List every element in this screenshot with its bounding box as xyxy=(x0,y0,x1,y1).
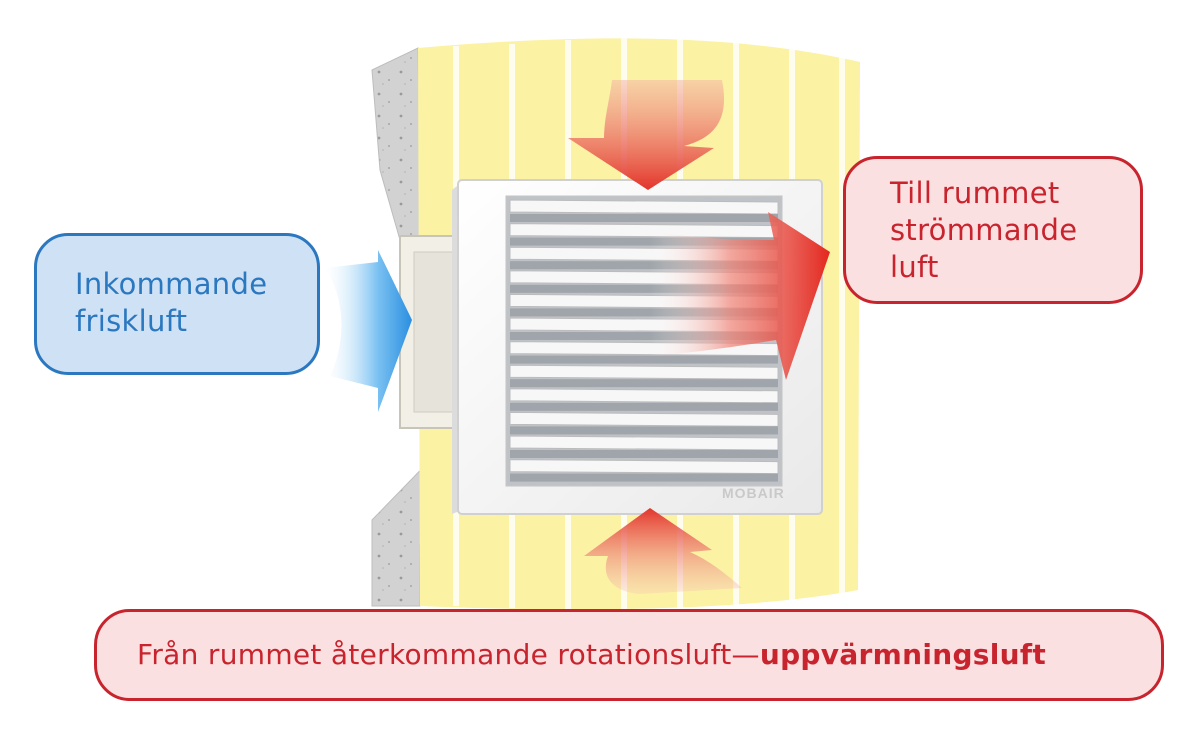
louvre-gap xyxy=(510,284,778,293)
louvre-gap xyxy=(510,308,778,317)
louvre-gap xyxy=(510,355,778,364)
incoming-air-arrow xyxy=(325,250,412,412)
incoming-air-callout: Inkommande friskluft xyxy=(34,233,320,375)
outgoing-air-arrow xyxy=(650,212,830,380)
louvre-slat xyxy=(509,223,779,239)
incoming-air-label-line-1: Inkommande xyxy=(75,267,268,301)
incoming-air-label: Inkommande friskluft xyxy=(75,266,267,340)
louvre-slat xyxy=(509,435,779,451)
louvre-gap xyxy=(510,473,778,482)
return-air-label-main: Från rummet återkommande rotationsluft— xyxy=(137,638,760,671)
room-air-label-line-2: strömmande xyxy=(890,213,1078,247)
louvre-slat xyxy=(509,411,779,427)
bottom-return-arrow xyxy=(584,508,742,594)
louvre-gap xyxy=(510,332,778,340)
room-air-label-line-1: Till rummet xyxy=(890,176,1060,210)
incoming-air-label-line-2: friskluft xyxy=(75,304,188,338)
louvre-gap xyxy=(510,214,778,222)
top-return-arrow xyxy=(568,80,725,190)
louvre-gap xyxy=(510,450,778,458)
return-air-callout: Från rummet återkommande rotationsluft—u… xyxy=(94,609,1164,701)
louvre-slat xyxy=(509,459,779,475)
return-air-label-strong: uppvärmningsluft xyxy=(759,638,1047,671)
louvre-gap xyxy=(510,237,778,246)
louvre-gap xyxy=(510,402,778,411)
room-air-callout: Till rummet strömmande luft xyxy=(843,156,1143,304)
louvre-gap xyxy=(510,426,778,435)
louvre-gap xyxy=(510,261,778,270)
louvre-slat xyxy=(509,364,779,380)
louvre-slat xyxy=(509,199,779,215)
logo-text: MOBAIR xyxy=(722,485,785,501)
louvre-gap xyxy=(510,379,778,388)
return-air-label: Från rummet återkommande rotationsluft—u… xyxy=(137,636,1046,674)
room-air-label-line-3: luft xyxy=(890,250,939,284)
louvre-slat xyxy=(509,388,779,404)
room-air-label: Till rummet strömmande luft xyxy=(890,175,1077,286)
